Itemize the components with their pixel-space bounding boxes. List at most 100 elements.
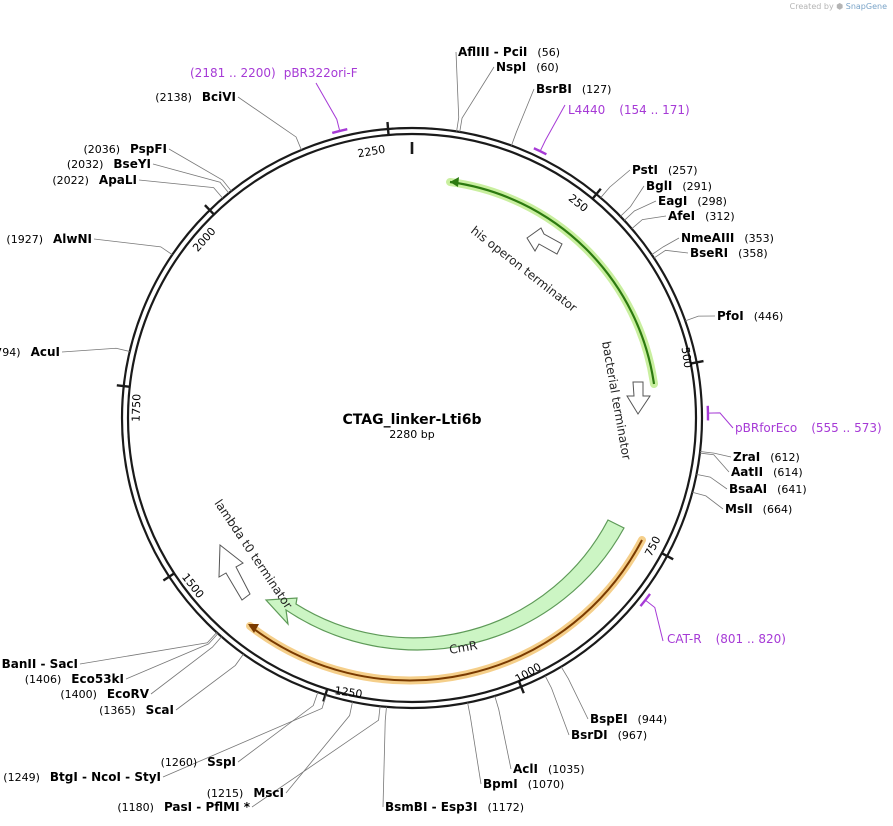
site-label-alwni: (1927) AlwNI bbox=[6, 232, 92, 246]
feature-label-bacterial-terminator: bacterial terminator bbox=[599, 340, 634, 461]
leader-line bbox=[544, 675, 570, 736]
leader-line bbox=[61, 347, 130, 353]
site-position: (60) bbox=[536, 61, 559, 74]
leader-line bbox=[692, 491, 724, 510]
site-name: PfoI bbox=[717, 309, 744, 323]
site-position: (1927) bbox=[6, 233, 43, 246]
scale-tick-label: 1250 bbox=[334, 684, 364, 701]
leader-line bbox=[152, 163, 230, 194]
site-name: EagI bbox=[658, 194, 687, 208]
site-label-bsaai: BsaAI(641) bbox=[729, 482, 807, 496]
site-position: (291) bbox=[682, 180, 712, 193]
site-position: (1215) bbox=[207, 787, 244, 800]
scale-tick-label: 1000 bbox=[513, 660, 544, 685]
site-position: (664) bbox=[763, 503, 793, 516]
site-label-bgli: BglI(291) bbox=[646, 179, 712, 193]
primer-range: (801 .. 820) bbox=[716, 632, 786, 646]
credit-prefix: Created by bbox=[789, 2, 834, 11]
site-label-bseri: BseRI(358) bbox=[690, 246, 768, 260]
site-label-banii-saci: (1408)BanII - SacI bbox=[0, 657, 78, 671]
scale-tick bbox=[116, 384, 130, 388]
primer-name: CAT-R bbox=[667, 632, 702, 646]
plasmid-name: CTAG_linker-Lti6b bbox=[343, 412, 482, 428]
leader-line bbox=[696, 473, 728, 490]
leader-line bbox=[285, 701, 353, 794]
leader-line bbox=[699, 452, 730, 473]
site-label-nmeaiii: NmeAIII (353) bbox=[681, 231, 774, 245]
leader-line bbox=[150, 636, 222, 695]
site-name: BspEI bbox=[590, 712, 628, 726]
primer-label-cat-r: CAT-R (801 .. 820) bbox=[667, 632, 786, 646]
site-position: (1035) bbox=[548, 763, 585, 776]
site-position: (446) bbox=[754, 310, 784, 323]
site-position: (967) bbox=[618, 729, 648, 742]
snapgene-credit: Created by ⬢ SnapGene bbox=[790, 2, 887, 11]
site-name: AlwNI bbox=[53, 232, 92, 246]
site-label-eagi: EagI (298) bbox=[658, 194, 727, 208]
site-name: BsmBI - Esp3I bbox=[385, 800, 477, 814]
site-name: PspFI bbox=[130, 142, 167, 156]
site-label-ecorv: (1400)EcoRV bbox=[60, 687, 149, 701]
site-position: (1249) bbox=[3, 771, 40, 784]
leader-line bbox=[685, 315, 716, 322]
site-position: (358) bbox=[738, 247, 768, 260]
site-name: NmeAIII bbox=[681, 231, 734, 245]
leader-line bbox=[511, 88, 535, 146]
leader-line bbox=[653, 249, 689, 259]
plasmid-size: 2280 bp bbox=[389, 428, 434, 441]
site-position: (1400) bbox=[60, 688, 97, 701]
site-position: (1260) bbox=[161, 756, 198, 769]
site-label-nspi: NspI(60) bbox=[496, 60, 559, 74]
leader-line bbox=[237, 692, 319, 763]
primer-mark-l4440 bbox=[533, 147, 547, 156]
labels-layer: AflIII - PciI(56)NspI(60)BsrBI(127)PstI(… bbox=[0, 45, 807, 814]
scale-tick-label: 500 bbox=[679, 346, 695, 369]
site-name: SspI bbox=[207, 755, 236, 769]
site-position: (2022) bbox=[52, 174, 89, 187]
scale-tick-label: 2000 bbox=[190, 225, 218, 255]
site-position: (298) bbox=[697, 195, 727, 208]
scale-tick bbox=[386, 121, 390, 136]
site-position: (641) bbox=[777, 483, 807, 496]
leader-line bbox=[700, 451, 732, 458]
primer-label-l4440: L4440(154 .. 171) bbox=[568, 103, 690, 117]
site-label-bpmi: BpmI(1070) bbox=[483, 777, 564, 791]
site-label-afliii-pcii: AflIII - PciI(56) bbox=[458, 45, 560, 59]
site-label-psti: PstI(257) bbox=[632, 163, 698, 177]
orange-line-arc bbox=[249, 539, 643, 682]
primer-leader-line bbox=[645, 599, 664, 642]
plasmid-backbone bbox=[120, 126, 704, 710]
site-position: (2138) bbox=[155, 91, 192, 104]
site-position: (56) bbox=[537, 46, 560, 59]
site-label-msci: (1215)MscI bbox=[207, 786, 284, 800]
site-label-afei: AfeI(312) bbox=[668, 209, 735, 223]
primer-leader-line bbox=[539, 104, 566, 152]
site-name: PasI - PflMI * bbox=[164, 800, 251, 814]
leader-line bbox=[651, 237, 680, 256]
site-name: MslI bbox=[725, 502, 753, 516]
credit-brand: SnapGene bbox=[845, 2, 887, 11]
leader-line bbox=[467, 702, 482, 785]
primer-label-pbrforeco: pBRforEco(555 .. 573) bbox=[735, 421, 882, 435]
scale-tick bbox=[661, 552, 674, 561]
primer-range: (555 .. 573) bbox=[811, 421, 881, 435]
site-label-aatii: AatII(614) bbox=[731, 465, 803, 479]
site-position: (353) bbox=[744, 232, 774, 245]
scale-tick bbox=[162, 572, 175, 582]
his-operon-arrow-icon bbox=[526, 227, 563, 255]
feature-label-his-operon: his operon terminator bbox=[468, 223, 580, 314]
site-name: AcuI bbox=[31, 345, 60, 359]
leader-line bbox=[251, 706, 381, 808]
site-label-acli: AclI(1035) bbox=[513, 762, 585, 776]
primer-range: (2181 .. 2200) bbox=[190, 66, 276, 80]
site-label-msli: MslI (664) bbox=[725, 502, 792, 516]
terminator-arrowhead-icon bbox=[450, 177, 459, 187]
lambda-terminator-arrow-icon bbox=[218, 543, 251, 601]
primer-name: pBR322ori-F bbox=[284, 66, 358, 80]
site-name: BseYI bbox=[113, 157, 151, 171]
site-position: (944) bbox=[638, 713, 668, 726]
site-label-bspei: BspEI (944) bbox=[590, 712, 667, 726]
leader-line bbox=[459, 66, 495, 133]
site-position: (2032) bbox=[67, 158, 104, 171]
site-position: (1180) bbox=[117, 801, 154, 814]
